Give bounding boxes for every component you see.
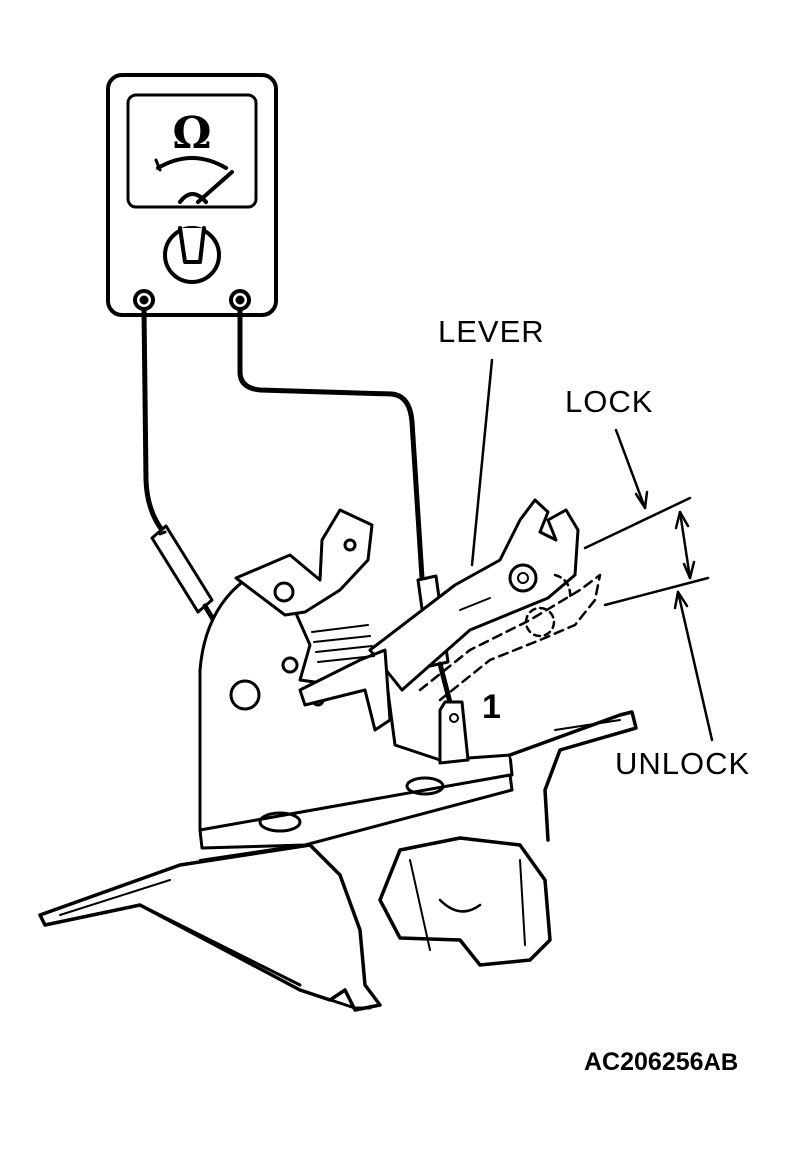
ohm-symbol-icon: Ω — [172, 108, 211, 159]
unlock-arrow — [676, 590, 714, 742]
ohmmeter — [106, 73, 278, 317]
ohmmeter-knob-pointer — [178, 226, 206, 264]
lock-arrow — [614, 428, 647, 510]
unlock-label: UNLOCK — [615, 746, 751, 781]
figure-code-suffix: AB — [703, 1049, 739, 1076]
ohmmeter-needle — [196, 170, 234, 204]
lever-leader-line — [470, 358, 494, 567]
figure-code-main: AC206256 — [584, 1048, 704, 1076]
terminal-1-tab — [438, 700, 470, 765]
ohmmeter-scale-arc — [156, 156, 228, 170]
travel-double-arrow — [678, 510, 692, 580]
terminal-number-label: 1 — [482, 688, 501, 726]
lock-label: LOCK — [565, 384, 654, 419]
hood-latch — [38, 498, 638, 1012]
ohmmeter-display — [126, 93, 258, 209]
ohmmeter-body — [106, 73, 278, 317]
lock-reference-line — [583, 496, 692, 550]
test-lead-left-wire — [141, 307, 165, 533]
test-lead-right-wire — [237, 307, 425, 581]
lever-label: LEVER — [438, 314, 545, 349]
figure-code: AC206256AB — [584, 1050, 738, 1075]
unlock-reference-line — [603, 576, 710, 607]
